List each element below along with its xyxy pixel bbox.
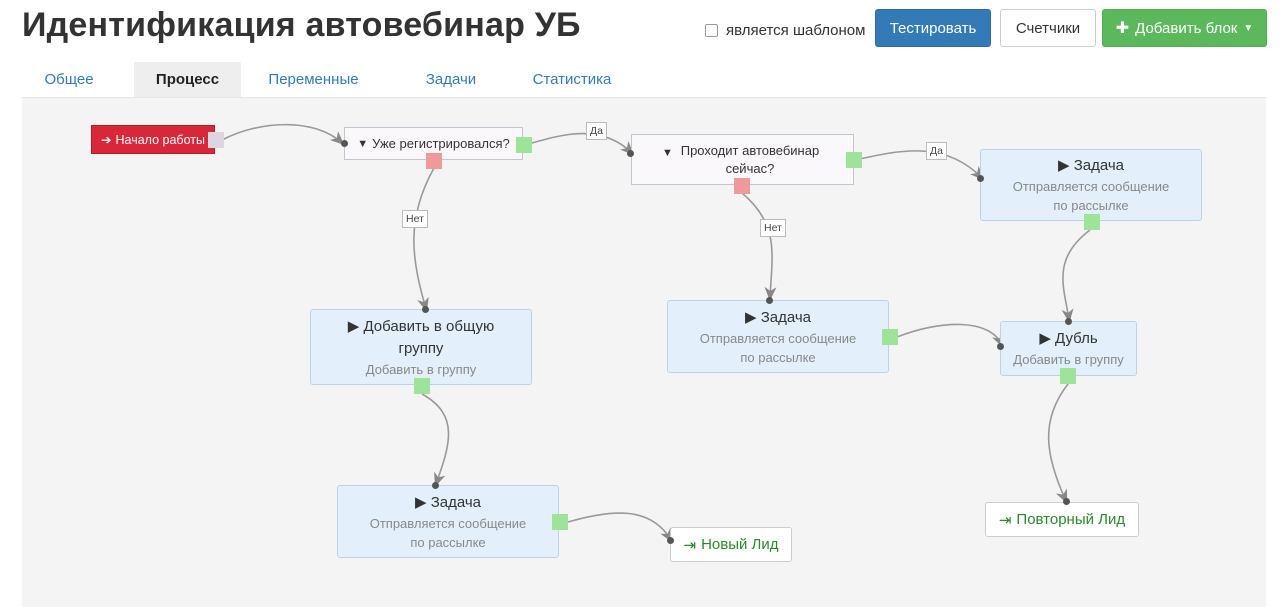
counters-button[interactable]: Счетчики [1000, 9, 1096, 47]
tab-variables[interactable]: Переменные [268, 71, 359, 88]
tab-spacer [116, 62, 134, 97]
test-button[interactable]: Тестировать [875, 9, 991, 47]
end-new-lead-node[interactable]: ⇥ Новый Лид [670, 527, 792, 562]
filter-icon: ▼ [662, 147, 673, 159]
condition-registered-label: Уже регистрировался? [372, 135, 510, 151]
task-add-group-subtitle: Добавить в группу [365, 361, 477, 377]
add-block-button[interactable]: ✚ Добавить блок ▼ [1102, 9, 1267, 47]
task-send-3-title: Задача [1073, 157, 1125, 174]
end-repeat-lead-input-dot [1063, 498, 1070, 505]
end-new-lead-label: Новый Лид [701, 536, 779, 553]
task-add-group-output-port[interactable] [414, 378, 430, 394]
task-send-3-subtitle: Отправляется сообщение по рассылке [1012, 179, 1170, 213]
task-add-group-input-dot [422, 306, 429, 313]
task-send-1-title: Задача [430, 493, 482, 511]
task-send-3-output-port[interactable] [1084, 214, 1100, 230]
task-send-1-input-dot [432, 482, 439, 489]
task-send-2-node[interactable]: ▶ Задача Отправляется сообщение по рассы… [667, 300, 889, 373]
play-icon: ▶ [744, 308, 761, 326]
end-new-lead-input-dot [667, 537, 674, 544]
task-send-2-title: Задача [760, 308, 812, 326]
end-repeat-lead-label: Повторный Лид [1016, 511, 1126, 528]
condition-registered-no-port[interactable] [426, 153, 442, 169]
play-icon: ▶ [347, 317, 364, 335]
task-duplicate-title: Дубль [1055, 330, 1098, 347]
task-add-group-node[interactable]: ▶ Добавить в общую группу Добавить в гру… [310, 309, 532, 385]
task-send-1-output-port[interactable] [552, 514, 568, 530]
task-duplicate-subtitle: Добавить в группу [1013, 352, 1124, 367]
task-send-1-subtitle: Отправляется сообщение по рассылке [369, 515, 527, 550]
task-duplicate-input-dot-left [997, 343, 1004, 350]
condition-autowebinar-label: Проходит автовебинар сейчас? [680, 142, 820, 176]
task-send-1-node[interactable]: ▶ Задача Отправляется сообщение по рассы… [337, 485, 559, 558]
template-checkbox-label: является шаблоном [726, 22, 866, 39]
page-title: Идентификация автовебинар УБ [22, 6, 581, 44]
add-block-label: Добавить блок [1135, 19, 1238, 37]
sign-in-icon: ➔ [101, 133, 112, 147]
start-node[interactable]: ➔ Начало работы [91, 125, 215, 154]
end-repeat-lead-node[interactable]: ⇥ Повторный Лид [985, 502, 1139, 537]
tab-general[interactable]: Общее [44, 71, 94, 88]
sign-out-icon: ⇥ [683, 536, 697, 554]
task-send-2-input-dot [766, 297, 773, 304]
sign-out-icon: ⇥ [998, 511, 1012, 529]
condition-autowebinar-no-port[interactable] [734, 178, 750, 194]
start-output-port[interactable] [208, 132, 224, 148]
task-send-3-input-dot [977, 175, 984, 182]
plus-icon: ✚ [1115, 20, 1130, 37]
tab-statistics[interactable]: Статистика [532, 71, 612, 88]
filter-icon: ▼ [357, 137, 369, 150]
task-send-2-output-port[interactable] [882, 329, 898, 345]
task-send-3-node[interactable]: ▶ Задача Отправляется сообщение по рассы… [980, 149, 1202, 221]
tab-process[interactable]: Процесс [134, 62, 241, 97]
edge-label-yes: Да [586, 122, 607, 140]
task-duplicate-node[interactable]: ▶ Дубль Добавить в группу [1000, 321, 1137, 376]
edge-label-no: Нет [402, 210, 428, 228]
task-add-group-title: Добавить в общую группу [363, 317, 495, 357]
condition-registered-input-dot [341, 140, 348, 147]
tab-bar: Общее Процесс Переменные Задачи Статисти… [22, 62, 628, 97]
task-duplicate-input-dot-top [1065, 318, 1072, 325]
condition-autowebinar-input-dot [627, 150, 634, 157]
edge-label-yes: Да [926, 142, 947, 160]
caret-down-icon: ▼ [1243, 22, 1254, 34]
template-checkbox[interactable]: является шаблоном [705, 22, 865, 39]
play-icon: ▶ [414, 493, 431, 511]
task-send-2-subtitle: Отправляется сообщение по рассылке [699, 330, 857, 365]
task-duplicate-output-port[interactable] [1060, 368, 1076, 384]
condition-autowebinar-yes-port[interactable] [846, 152, 862, 168]
play-icon: ▶ [1039, 330, 1056, 347]
condition-autowebinar-node[interactable]: ▼ Проходит автовебинар сейчас? [631, 134, 854, 185]
condition-registered-yes-port[interactable] [516, 137, 532, 153]
start-node-label: Начало работы [115, 132, 205, 147]
tab-tasks[interactable]: Задачи [425, 71, 477, 88]
checkbox-icon[interactable] [705, 24, 718, 37]
edge-label-no: Нет [760, 219, 786, 237]
play-icon: ▶ [1057, 157, 1074, 174]
